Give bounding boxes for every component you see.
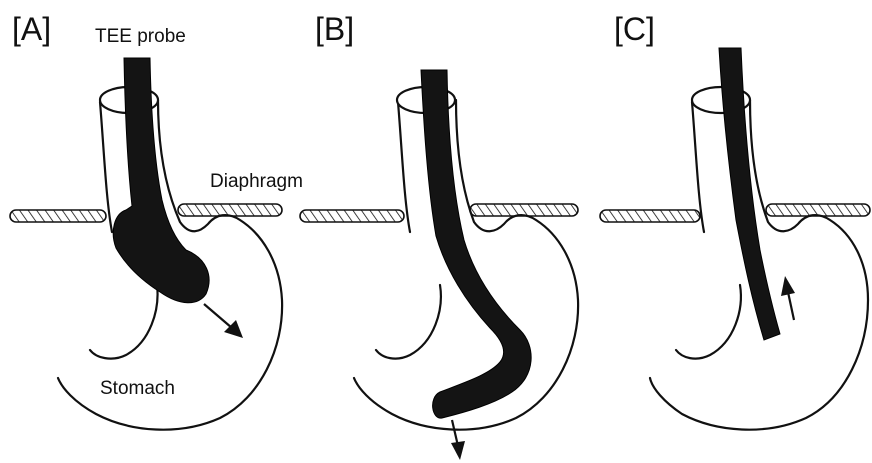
tee-probe-b bbox=[421, 70, 531, 418]
panel-label-a: [A] bbox=[12, 11, 51, 47]
direction-arrow-b bbox=[451, 420, 465, 460]
diaphragm-label: Diaphragm bbox=[210, 171, 303, 192]
panel-b: [B] bbox=[300, 11, 578, 460]
direction-arrow-c bbox=[781, 276, 795, 320]
panel-c: [C] bbox=[600, 11, 870, 430]
tee-probe-a bbox=[113, 58, 209, 303]
panel-label-b: [B] bbox=[315, 11, 354, 47]
tee-probe-c bbox=[719, 48, 780, 340]
panel-a: [A] TEE probe Diaphragm Stomach bbox=[10, 11, 303, 430]
stomach-label: Stomach bbox=[100, 378, 175, 399]
panel-label-c: [C] bbox=[614, 11, 655, 47]
probe-label: TEE probe bbox=[95, 26, 186, 47]
direction-arrow-a bbox=[204, 304, 243, 338]
